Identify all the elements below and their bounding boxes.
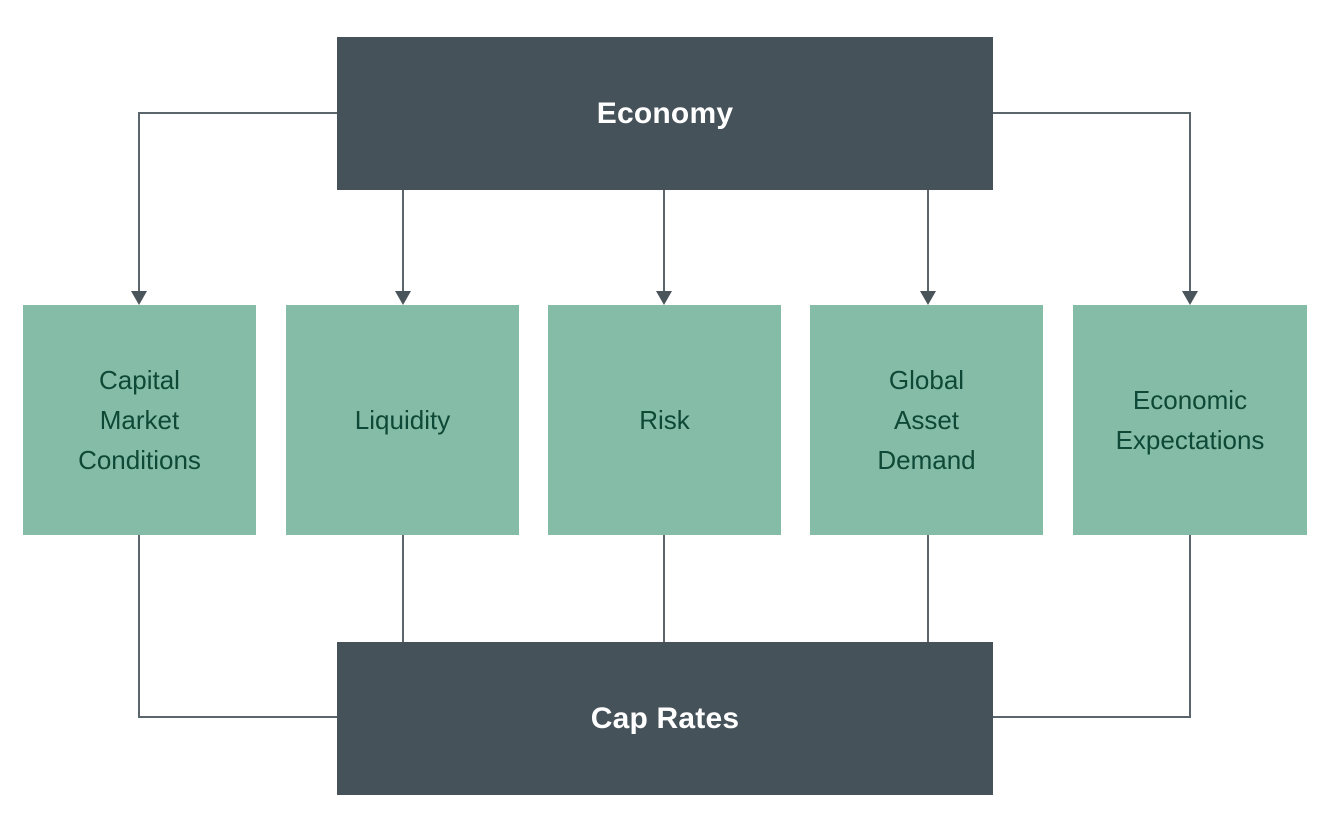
- node-capital-market-conditions: Capital Market Conditions: [23, 305, 256, 535]
- node-liquidity: Liquidity: [286, 305, 519, 535]
- edge-economy-to-economic-expectations: [993, 112, 1191, 292]
- node-cap-rates: Cap Rates: [337, 642, 993, 795]
- node-risk-label: Risk: [639, 404, 690, 435]
- arrowhead-global-asset-demand: [920, 291, 936, 305]
- node-global-asset-demand-label: Global Asset Demand: [877, 364, 976, 476]
- node-risk: Risk: [548, 305, 781, 535]
- edge-economic-expectations-to-cap-rates: [993, 535, 1191, 718]
- node-economy: Economy: [337, 37, 993, 190]
- node-economy-label: Economy: [596, 96, 734, 130]
- arrowhead-economic-expectations: [1182, 291, 1198, 305]
- edge-capital-market-conditions-to-cap-rates: [138, 535, 337, 718]
- node-economic-expectations-label: Economic Expectations: [1115, 384, 1265, 455]
- node-liquidity-label: Liquidity: [354, 404, 451, 435]
- arrowhead-liquidity: [395, 291, 411, 305]
- arrowhead-risk: [656, 291, 672, 305]
- node-global-asset-demand: Global Asset Demand: [810, 305, 1043, 535]
- arrowhead-capital-market-conditions: [131, 291, 147, 305]
- node-cap-rates-label: Cap Rates: [590, 701, 740, 735]
- node-economic-expectations: Economic Expectations: [1073, 305, 1307, 535]
- node-capital-market-conditions-label: Capital Market Conditions: [78, 364, 201, 476]
- edge-economy-to-capital-market-conditions: [138, 112, 337, 292]
